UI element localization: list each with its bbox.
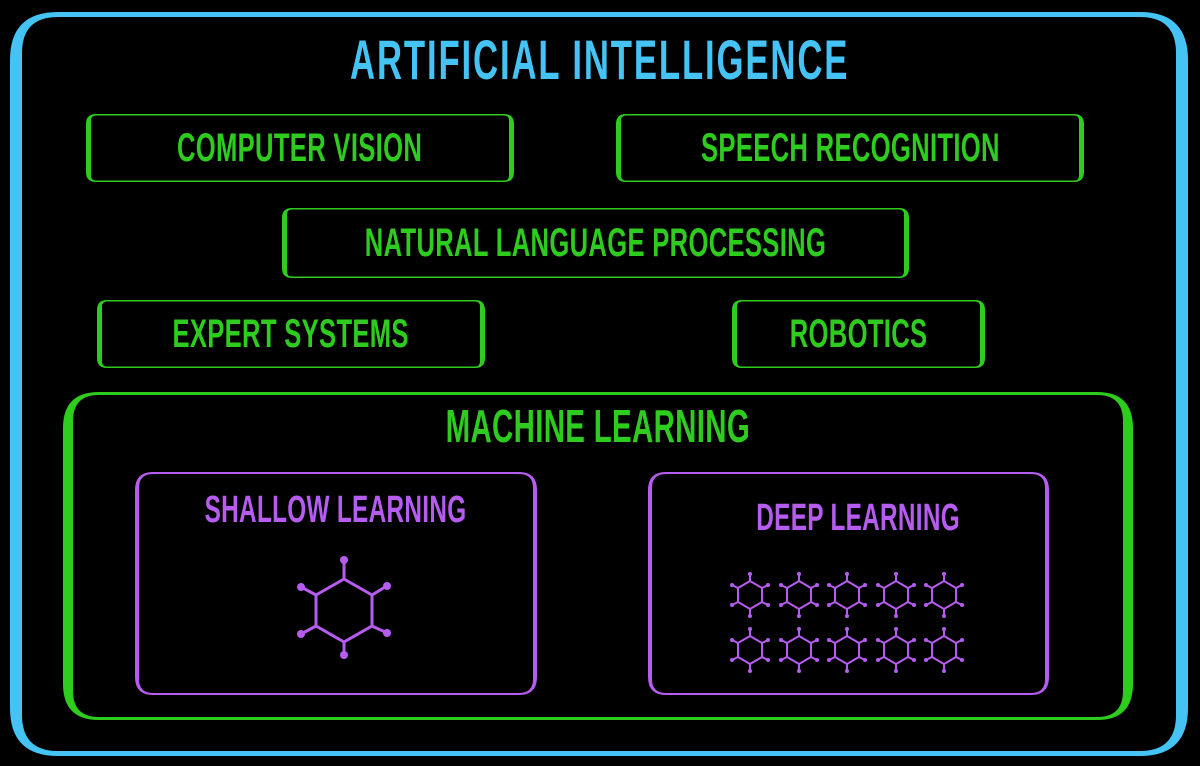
hexagon-network-icon xyxy=(827,572,867,618)
machine-learning-title: MACHINE LEARNING xyxy=(445,400,751,452)
hexagon-network-icon xyxy=(778,572,819,618)
field-robotics: ROBOTICS xyxy=(732,300,985,368)
hexagon-network-icon xyxy=(778,627,819,673)
deep-learning-title-container: DEEP LEARNING xyxy=(648,496,1068,540)
field-computer-vision: COMPUTER VISION xyxy=(86,114,514,182)
field-natural-language-processing: NATURAL LANGUAGE PROCESSING xyxy=(282,208,909,278)
hexagon-network-icon xyxy=(827,627,867,673)
hexagon-network-icon xyxy=(875,572,916,618)
hexagon-network-icon xyxy=(730,627,770,673)
hexagon-network-icon xyxy=(924,627,964,673)
deep-learning-icon-grid xyxy=(730,571,970,676)
deep-learning-title: DEEP LEARNING xyxy=(756,497,960,539)
hexagon-network-icon xyxy=(924,572,964,618)
field-speech-recognition: SPEECH RECOGNITION xyxy=(616,114,1084,182)
shallow-learning-title: SHALLOW LEARNING xyxy=(205,489,467,531)
field-label: COMPUTER VISION xyxy=(177,126,423,170)
hexagon-network-icon xyxy=(730,572,770,618)
ai-title-container: ARTIFICIAL INTELLIGENCE xyxy=(0,30,1200,90)
machine-learning-title-container: MACHINE LEARNING xyxy=(63,400,1133,452)
field-label: SPEECH RECOGNITION xyxy=(700,126,1000,170)
shallow-learning-icon-area xyxy=(294,553,394,659)
hexagon-network-icon xyxy=(297,556,391,659)
field-expert-systems: EXPERT SYSTEMS xyxy=(97,300,485,368)
ai-title: ARTIFICIAL INTELLIGENCE xyxy=(350,28,850,91)
hexagon-network-icon xyxy=(875,627,916,673)
field-label: ROBOTICS xyxy=(789,312,928,356)
shallow-learning-title-container: SHALLOW LEARNING xyxy=(135,488,537,532)
field-label: NATURAL LANGUAGE PROCESSING xyxy=(364,221,827,265)
field-label: EXPERT SYSTEMS xyxy=(172,312,410,356)
